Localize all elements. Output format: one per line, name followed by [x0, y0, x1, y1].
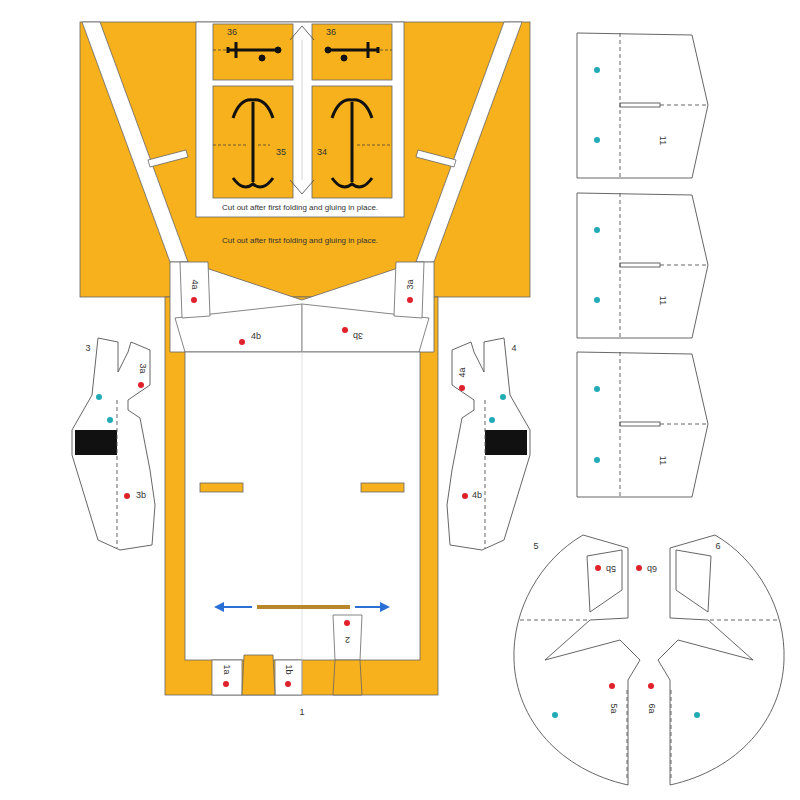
part-label: 4b: [251, 332, 261, 341]
position-dots: [96, 67, 700, 718]
note-text: Cut out after first folding and gluing i…: [222, 237, 378, 245]
part-label: 4a: [457, 367, 466, 377]
part-label: 5a: [608, 703, 617, 713]
part-label: 4b: [472, 491, 482, 500]
part-label: 4a: [189, 279, 198, 289]
part-label: 36: [227, 28, 237, 37]
part-label: 35: [276, 148, 286, 157]
part-label: 3b: [353, 331, 363, 340]
part-label: 6b: [647, 564, 657, 573]
part-label: 5: [533, 542, 538, 551]
part-label: 6a: [646, 703, 655, 713]
part-label: 3a: [405, 279, 414, 289]
part-label: 3b: [136, 491, 146, 500]
part-label: 3: [85, 344, 90, 353]
part-label: 2: [345, 635, 350, 644]
part-label: 5b: [606, 564, 616, 573]
part-label: 1a: [221, 664, 230, 674]
part-label: 1: [299, 708, 304, 717]
piece-glyphs: [213, 42, 392, 187]
part-label: 11: [659, 455, 668, 464]
part-3-4: [72, 338, 530, 550]
part-label: 36: [326, 28, 336, 37]
part-label: 34: [317, 148, 327, 157]
part-11: [577, 33, 708, 497]
part-label: 1b: [283, 664, 292, 674]
part-label: 11: [659, 295, 668, 304]
note-text: Cut out after first folding and gluing i…: [222, 204, 378, 212]
glue-dots: [124, 297, 654, 689]
spread-marker: [214, 602, 390, 612]
part-label: 11: [659, 135, 668, 144]
part-5-6: [514, 535, 784, 785]
part-label: 3a: [137, 363, 146, 373]
part-label: 4: [511, 344, 516, 353]
part-label: 6: [715, 542, 720, 551]
